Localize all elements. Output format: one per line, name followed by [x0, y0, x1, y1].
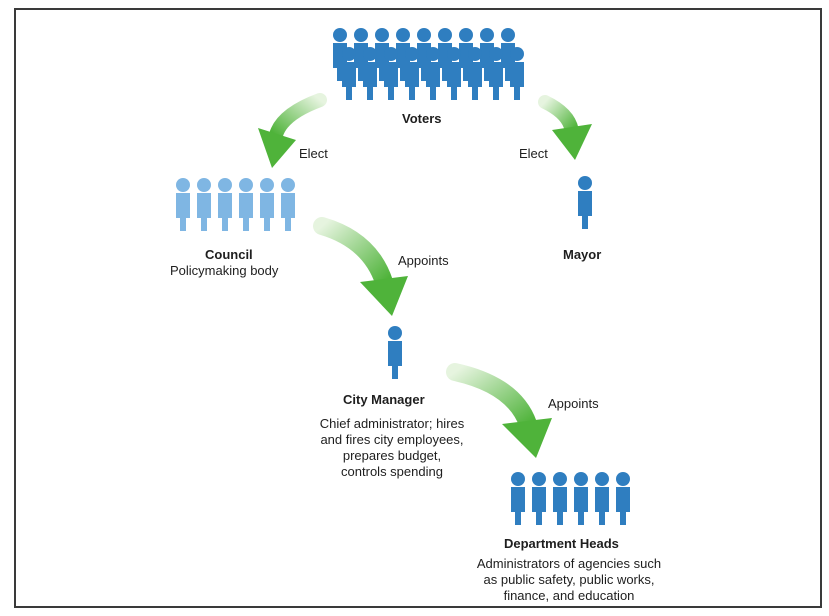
department-head-icon	[553, 472, 567, 525]
department-heads-desc-line: Administrators of agencies such	[476, 556, 662, 571]
department-heads-desc-line: finance, and education	[503, 588, 635, 603]
voter-icon	[510, 47, 524, 100]
voter-icon	[426, 47, 440, 100]
council-member-icon	[176, 178, 190, 231]
council-member-icon	[281, 178, 295, 231]
city-manager-desc-line: prepares budget,	[342, 448, 442, 463]
department-heads-icon-group	[511, 472, 630, 525]
city-manager-description: Chief administrator; hires and fires cit…	[297, 416, 487, 480]
voter-icon	[342, 47, 356, 100]
mayor-icon	[578, 176, 592, 229]
department-heads-description: Administrators of agencies such as publi…	[452, 556, 686, 604]
voter-icon	[363, 47, 377, 100]
department-heads-label: Department Heads	[504, 536, 619, 551]
department-head-icon	[574, 472, 588, 525]
council-member-icon	[197, 178, 211, 231]
city-manager-desc-line: Chief administrator; hires	[319, 416, 465, 431]
voter-icon	[405, 47, 419, 100]
council-icon-group	[176, 178, 295, 231]
voter-icon	[468, 47, 482, 100]
council-member-icon	[218, 178, 232, 231]
voter-icon	[447, 47, 461, 100]
arrow-voters-to-council	[258, 93, 327, 168]
voter-icon	[489, 47, 503, 100]
diagram-frame	[14, 8, 822, 608]
arrow-manager-to-heads	[446, 363, 552, 458]
mayor-label: Mayor	[563, 247, 602, 262]
arrow-council-to-manager	[313, 217, 408, 316]
city-manager-desc-line: controls spending	[341, 464, 443, 479]
arrow-voters-to-mayor	[538, 95, 592, 160]
city-manager-icon	[388, 326, 402, 379]
council-description: Policymaking body	[170, 263, 279, 278]
city-manager-desc-line: and fires city employees,	[320, 432, 464, 447]
department-head-icon	[616, 472, 630, 525]
department-heads-desc-line: as public safety, public works,	[483, 572, 655, 587]
department-head-icon	[532, 472, 546, 525]
council-member-icon	[239, 178, 253, 231]
city-manager-label: City Manager	[343, 392, 425, 407]
elect-label-council: Elect	[299, 146, 328, 161]
council-member-icon	[260, 178, 274, 231]
appoints-label-heads: Appoints	[548, 396, 599, 411]
voter-icon	[384, 47, 398, 100]
appoints-label-manager: Appoints	[398, 253, 449, 268]
voters-label: Voters	[402, 111, 442, 126]
council-label: Council	[205, 247, 253, 262]
department-head-icon	[511, 472, 525, 525]
voters-icon-group	[333, 28, 524, 100]
department-head-icon	[595, 472, 609, 525]
elect-label-mayor: Elect	[519, 146, 548, 161]
